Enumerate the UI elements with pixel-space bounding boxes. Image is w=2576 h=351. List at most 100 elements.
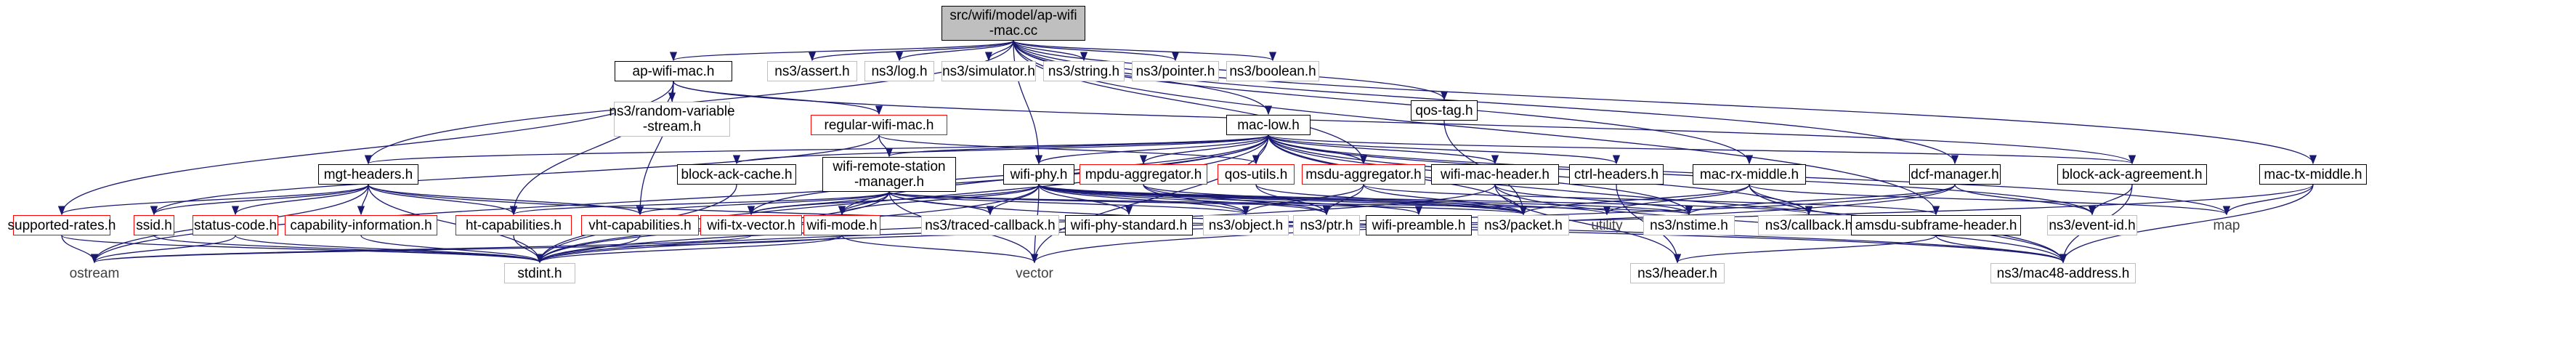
edge-status-code-to-stdint bbox=[235, 235, 543, 264]
node-qos-utils[interactable]: qos-utils.h bbox=[1218, 164, 1295, 185]
edge-mac-rx-middle-to-utility bbox=[1603, 184, 1750, 216]
edge-mac-low-to-block-ack-cache bbox=[733, 134, 1269, 165]
edge-root-to-string bbox=[1013, 40, 1088, 62]
edge-wifi-phy-to-ptr bbox=[1038, 184, 1330, 216]
node-wifi-remote[interactable]: wifi-remote-station -manager.h bbox=[822, 157, 956, 192]
node-ht-capabilities[interactable]: ht-capabilities.h bbox=[455, 215, 572, 235]
edge-wifi-mode-to-vector bbox=[841, 235, 1039, 264]
node-traced-callback: ns3/traced-callback.h bbox=[921, 215, 1059, 235]
edge-amsdu-subframe-to-header bbox=[1674, 235, 1937, 264]
node-status-code[interactable]: status-code.h bbox=[193, 215, 278, 235]
node-regular-wifi-mac[interactable]: regular-wifi-mac.h bbox=[811, 115, 947, 135]
node-simulator: ns3/simulator.h bbox=[941, 61, 1036, 81]
edge-wifi-mac-header-to-nstime bbox=[1494, 184, 1693, 216]
edge-root-to-log bbox=[895, 40, 1014, 62]
node-wifi-phy-standard[interactable]: wifi-phy-standard.h bbox=[1065, 215, 1193, 235]
edge-mac-low-to-wifi-mac-header bbox=[1268, 134, 1499, 165]
edge-vht-capabilities-to-stdint bbox=[535, 235, 641, 264]
edge-qos-utils-to-packet bbox=[1255, 184, 1527, 216]
node-ctrl-headers[interactable]: ctrl-headers.h bbox=[1569, 164, 1664, 185]
edge-mac-rx-middle-to-map bbox=[1749, 184, 2230, 216]
node-mgt-headers[interactable]: mgt-headers.h bbox=[318, 164, 418, 185]
node-mpdu-aggregator[interactable]: mpdu-aggregator.h bbox=[1080, 164, 1207, 185]
edge-ap-wifi-mac-to-supported-rates bbox=[57, 81, 674, 216]
edge-wifi-remote-to-nstime bbox=[888, 191, 1693, 216]
edge-mgt-headers-to-vht-capabilities bbox=[368, 184, 644, 216]
node-block-ack-cache[interactable]: block-ack-cache.h bbox=[677, 164, 796, 185]
edge-wifi-phy-to-object bbox=[1038, 184, 1250, 216]
node-wifi-phy[interactable]: wifi-phy.h bbox=[1003, 164, 1074, 185]
edge-root-to-assert bbox=[809, 40, 1014, 62]
edge-mgt-headers-to-capability-info bbox=[357, 184, 369, 216]
edge-block-ack-agreement-to-event-id bbox=[2088, 184, 2133, 216]
node-ostream: ostream bbox=[69, 265, 120, 281]
node-header: ns3/header.h bbox=[1630, 263, 1725, 283]
edge-mac-low-to-vector bbox=[1030, 134, 1269, 264]
node-dcf-manager[interactable]: dcf-manager.h bbox=[1909, 164, 2001, 185]
edge-mac-low-to-mgt-headers bbox=[365, 134, 1269, 165]
node-root[interactable]: src/wifi/model/ap-wifi -mac.cc bbox=[941, 6, 1085, 41]
node-vector: vector bbox=[1016, 265, 1053, 281]
node-block-ack-agreement[interactable]: block-ack-agreement.h bbox=[2057, 164, 2207, 185]
node-mac48: ns3/mac48-address.h bbox=[1990, 263, 2136, 283]
edge-wifi-mode-to-ostream bbox=[91, 235, 843, 264]
edge-wifi-mac-header-to-header bbox=[1494, 184, 1682, 264]
node-wifi-tx-vector[interactable]: wifi-tx-vector.h bbox=[700, 215, 802, 235]
edge-wifi-phy-to-callback bbox=[1038, 184, 1812, 216]
edge-mac-low-to-mac48 bbox=[1268, 134, 2067, 264]
edge-mgt-headers-to-supported-rates bbox=[58, 184, 369, 216]
node-vht-capabilities[interactable]: vht-capabilities.h bbox=[581, 215, 699, 235]
edge-regular-wifi-mac-to-ssid bbox=[150, 134, 880, 216]
edge-msdu-aggregator-to-amsdu-subframe bbox=[1363, 184, 1940, 216]
node-wifi-preamble[interactable]: wifi-preamble.h bbox=[1366, 215, 1472, 235]
edge-mac-tx-middle-to-map bbox=[2222, 184, 2314, 216]
node-mac-tx-middle[interactable]: mac-tx-middle.h bbox=[2259, 164, 2367, 185]
node-amsdu-subframe[interactable]: amsdu-subframe-header.h bbox=[1851, 215, 2021, 235]
node-supported-rates[interactable]: supported-rates.h bbox=[8, 215, 116, 235]
edge-amsdu-subframe-to-mac48 bbox=[1935, 235, 2067, 264]
node-map: map bbox=[2213, 217, 2240, 233]
node-capability-info[interactable]: capability-information.h bbox=[285, 215, 437, 235]
edge-mac-rx-middle-to-callback bbox=[1749, 184, 1813, 216]
edge-status-code-to-ostream bbox=[90, 235, 236, 264]
node-ap-wifi-mac[interactable]: ap-wifi-mac.h bbox=[615, 61, 732, 81]
edge-wifi-phy-to-wifi-preamble bbox=[1038, 184, 1422, 216]
edge-mac-low-to-mpdu-aggregator bbox=[1139, 134, 1269, 165]
node-wifi-mac-header[interactable]: wifi-mac-header.h bbox=[1431, 164, 1559, 185]
edge-ssid-to-stdint bbox=[153, 235, 543, 264]
node-qos-tag[interactable]: qos-tag.h bbox=[1411, 100, 1478, 121]
edge-ap-wifi-mac-to-block-ack-agreement bbox=[673, 81, 2136, 165]
node-assert: ns3/assert.h bbox=[767, 61, 857, 81]
edge-mac-rx-middle-to-packet bbox=[1519, 184, 1750, 216]
node-random-var: ns3/random-variable -stream.h bbox=[609, 102, 735, 137]
edge-mgt-headers-to-ssid bbox=[150, 184, 369, 216]
edge-root-to-boolean bbox=[1013, 40, 1276, 62]
node-mac-low[interactable]: mac-low.h bbox=[1226, 115, 1311, 135]
edge-wifi-phy-to-wifi-phy-standard bbox=[1038, 184, 1133, 216]
edge-mgt-headers-to-stdint bbox=[368, 184, 544, 264]
edge-wifi-remote-to-packet bbox=[888, 191, 1527, 216]
edge-wifi-remote-to-vht-capabilities bbox=[636, 191, 890, 216]
edge-mac-low-to-wifi-phy bbox=[1034, 134, 1269, 165]
edge-mpdu-aggregator-to-packet bbox=[1143, 184, 1527, 216]
node-utility: utility bbox=[1591, 217, 1623, 233]
edge-mac-low-to-block-ack-agreement bbox=[1268, 134, 2136, 165]
edge-mgt-headers-to-ht-capabilities bbox=[368, 184, 518, 216]
edge-wifi-phy-to-nstime bbox=[1038, 184, 1693, 216]
node-wifi-mode[interactable]: wifi-mode.h bbox=[803, 215, 880, 235]
edge-mac-low-to-wifi-remote bbox=[886, 134, 1269, 158]
edge-root-to-wifi-phy bbox=[1013, 40, 1043, 165]
edge-mgt-headers-to-status-code bbox=[231, 184, 369, 216]
edge-wifi-remote-to-ht-capabilities bbox=[510, 191, 890, 216]
node-ssid[interactable]: ssid.h bbox=[134, 215, 174, 235]
edge-dcf-manager-to-event-id bbox=[1954, 184, 2097, 216]
edge-mac-tx-middle-to-mac48 bbox=[2059, 184, 2314, 264]
edge-root-to-pointer bbox=[1013, 40, 1179, 62]
edge-root-to-mac-tx-middle bbox=[1013, 40, 2317, 165]
node-msdu-aggregator[interactable]: msdu-aggregator.h bbox=[1302, 164, 1425, 185]
edge-root-to-ap-wifi-mac bbox=[670, 40, 1014, 62]
node-mac-rx-middle[interactable]: mac-rx-middle.h bbox=[1693, 164, 1806, 185]
node-object: ns3/object.h bbox=[1203, 215, 1289, 235]
edge-regular-wifi-mac-to-qos-utils bbox=[878, 134, 1260, 165]
